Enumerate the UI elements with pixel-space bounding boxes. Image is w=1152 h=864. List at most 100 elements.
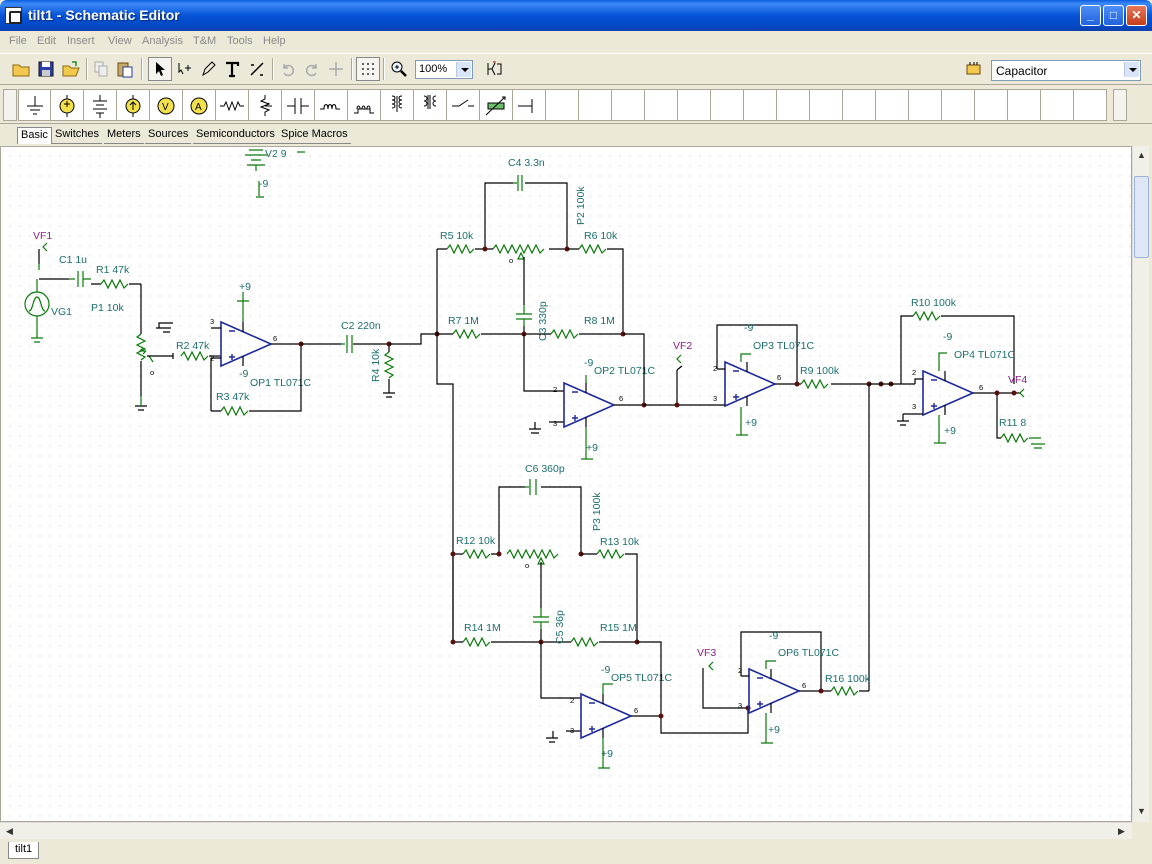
resistor-r10[interactable] <box>912 310 941 322</box>
resistor-icon[interactable] <box>216 89 249 121</box>
horizontal-scrollbar[interactable]: ◀ ▶ <box>0 822 1132 839</box>
menu-edit[interactable]: Edit <box>37 35 56 47</box>
opamp-op6[interactable] <box>748 668 800 714</box>
voltage-source-icon[interactable] <box>51 89 84 121</box>
resistor-r4[interactable] <box>383 351 395 379</box>
transformer2-icon[interactable] <box>414 89 447 121</box>
minimize-button[interactable]: _ <box>1080 5 1101 26</box>
opamp-op2[interactable] <box>563 382 615 428</box>
title-bar[interactable]: tilt1 - Schematic Editor _ □ ✕ <box>0 0 1152 31</box>
wire-icon[interactable] <box>172 57 196 81</box>
menu-insert[interactable]: Insert <box>67 35 95 47</box>
pointer-icon[interactable] <box>148 57 172 81</box>
capacitor-c6[interactable] <box>525 479 537 495</box>
vf1-probe[interactable] <box>42 242 48 252</box>
open-icon[interactable] <box>59 57 83 81</box>
part-finder-icon[interactable] <box>482 57 506 81</box>
potentiometer-p3[interactable] <box>506 548 559 565</box>
redo-icon[interactable] <box>300 57 324 81</box>
voltmeter-icon[interactable]: V <box>150 89 183 121</box>
close-button[interactable]: ✕ <box>1126 5 1147 26</box>
resistor-r7[interactable] <box>452 328 481 340</box>
copy-icon[interactable] <box>89 57 113 81</box>
potentiometer-icon[interactable] <box>249 89 282 121</box>
scroll-down-icon[interactable]: ▼ <box>1137 806 1146 816</box>
component-icon[interactable] <box>962 57 986 81</box>
vf2-probe[interactable] <box>676 354 682 364</box>
opamp-op5[interactable] <box>580 693 632 739</box>
battery-icon[interactable] <box>84 89 117 121</box>
opamp-op4[interactable] <box>922 370 974 416</box>
tab-meters[interactable]: Meters <box>104 127 144 144</box>
scroll-up-icon[interactable]: ▲ <box>1137 150 1146 160</box>
vertical-scroll-thumb[interactable] <box>1134 176 1149 258</box>
voltage-source-vg1[interactable] <box>24 291 50 317</box>
inductor-icon[interactable] <box>315 89 348 121</box>
opamp-op3[interactable] <box>724 361 776 407</box>
app-icon[interactable] <box>5 7 22 24</box>
restore-button[interactable]: □ <box>1103 5 1124 26</box>
tab-basic[interactable]: Basic <box>17 127 52 144</box>
capacitor-c4[interactable] <box>513 175 523 191</box>
scroll-right-icon[interactable]: ▶ <box>1118 826 1125 836</box>
open-folder-icon[interactable] <box>9 57 33 81</box>
resistor-r14[interactable] <box>462 636 491 648</box>
transformer-icon[interactable] <box>348 89 381 121</box>
resistor-r15[interactable] <box>570 636 599 648</box>
jumper-icon[interactable] <box>513 89 546 121</box>
resistor-r8[interactable] <box>550 328 579 340</box>
coupled-inductor-icon[interactable] <box>381 89 414 121</box>
paste-icon[interactable] <box>113 57 137 81</box>
potentiometer-p1[interactable] <box>135 333 154 363</box>
schematic-canvas[interactable]: V2 9 -9 VF1 VG1 C1 1u R1 47k P1 10k o <box>0 146 1132 822</box>
tab-semiconductors[interactable]: Semiconductors <box>193 127 278 144</box>
resistor-r12[interactable] <box>462 548 491 560</box>
opamp-op1[interactable] <box>220 321 272 367</box>
battery-v2[interactable] <box>245 149 267 198</box>
component-select[interactable]: Capacitor <box>991 60 1141 81</box>
resistor-r9[interactable] <box>800 378 829 390</box>
palette-scroll-left[interactable] <box>3 89 17 121</box>
capacitor-c1[interactable] <box>69 271 91 287</box>
menu-file[interactable]: File <box>9 35 27 47</box>
palette-scroll-right[interactable] <box>1113 89 1127 121</box>
delete-icon[interactable] <box>245 57 269 81</box>
tab-tilt1[interactable]: tilt1 <box>8 842 40 859</box>
menu-help[interactable]: Help <box>263 35 286 47</box>
chevron-down-icon[interactable] <box>1124 62 1139 77</box>
undo-icon[interactable] <box>276 57 300 81</box>
resistor-r6[interactable] <box>578 243 607 255</box>
capacitor-icon[interactable] <box>282 89 315 121</box>
text-icon[interactable] <box>220 57 244 81</box>
tab-sources[interactable]: Sources <box>145 127 192 144</box>
switch-icon[interactable] <box>447 89 480 121</box>
crosshair-icon[interactable] <box>324 57 348 81</box>
tab-switches[interactable]: Switches <box>52 127 103 144</box>
resistor-r16[interactable] <box>830 685 859 697</box>
vertical-scrollbar[interactable]: ▲ ▼ <box>1132 146 1149 822</box>
vf4-probe[interactable] <box>1019 388 1025 398</box>
scroll-left-icon[interactable]: ◀ <box>6 826 13 836</box>
schematic-drawing[interactable]: V2 9 -9 VF1 VG1 C1 1u R1 47k P1 10k o <box>1 147 1132 822</box>
potentiometer-p2[interactable] <box>492 243 545 260</box>
resistor-r2[interactable] <box>180 350 209 362</box>
thermistor-icon[interactable] <box>480 89 513 121</box>
ground-icon[interactable] <box>18 89 51 121</box>
menu-analysis[interactable]: Analysis <box>142 35 183 47</box>
capacitor-c5[interactable] <box>533 608 549 629</box>
resistor-r13[interactable] <box>596 548 625 560</box>
resistor-r3[interactable] <box>220 405 249 417</box>
capacitor-c2[interactable] <box>341 335 353 353</box>
resistor-r11[interactable] <box>1000 432 1029 444</box>
pencil-icon[interactable] <box>196 57 220 81</box>
zoom-icon[interactable] <box>387 57 411 81</box>
resistor-r1[interactable] <box>100 278 129 290</box>
resistor-r5[interactable] <box>446 243 475 255</box>
menu-view[interactable]: View <box>108 35 132 47</box>
current-source-icon[interactable] <box>117 89 150 121</box>
save-icon[interactable] <box>34 57 58 81</box>
chevron-down-icon[interactable] <box>456 62 471 77</box>
grid-icon[interactable] <box>356 57 380 81</box>
menu-tools[interactable]: Tools <box>227 35 253 47</box>
tab-spice-macros[interactable]: Spice Macros <box>278 127 351 144</box>
